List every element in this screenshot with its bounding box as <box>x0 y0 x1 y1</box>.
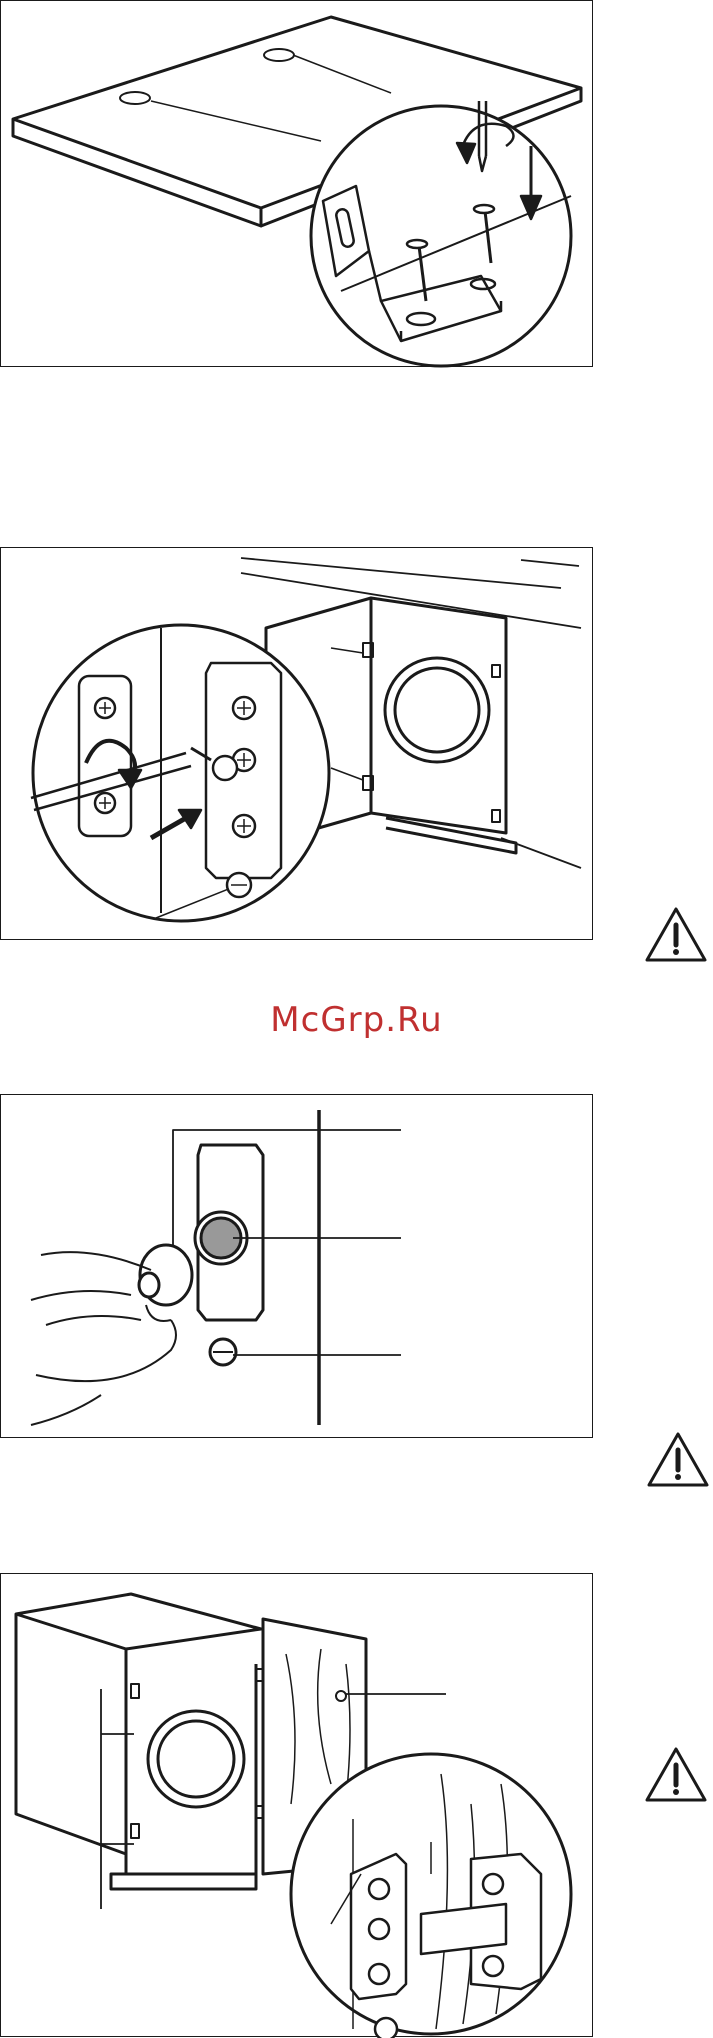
warning-icon-2 <box>645 1430 711 1490</box>
magnet-illustration <box>1 1095 594 1439</box>
fig-cabinet-door-hinges <box>0 1573 593 2037</box>
watermark-text: McGrp.Ru <box>0 1000 713 1040</box>
fig-worktop-bracket <box>0 0 593 367</box>
warning-icon-1 <box>643 905 709 965</box>
door-hinge-illustration <box>1 548 594 941</box>
fig-magnet-install <box>0 1094 593 1438</box>
warning-icon-3 <box>643 1745 709 1805</box>
fig-door-hinge-adjust <box>0 547 593 940</box>
cabinet-illustration <box>1 1574 594 2038</box>
worktop-bracket-illustration <box>1 1 594 368</box>
